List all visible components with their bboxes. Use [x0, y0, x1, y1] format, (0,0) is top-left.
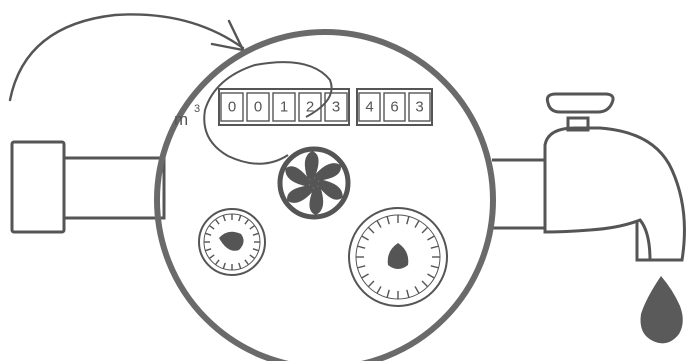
inlet-pipe-body	[64, 158, 164, 218]
water-drop-icon	[641, 276, 683, 343]
fraction-digit: 6	[390, 99, 398, 116]
inlet-pipe	[12, 142, 164, 232]
unit-exponent: 3	[194, 103, 200, 115]
flow-arrow-curve	[10, 14, 243, 100]
faucet-body	[545, 128, 684, 260]
fraction-digit: 4	[365, 99, 373, 116]
primary-digit: 0	[228, 99, 236, 116]
faucet-handle	[547, 94, 613, 112]
faucet-icon	[492, 94, 684, 260]
small-dial	[199, 209, 265, 275]
large-dial	[349, 208, 447, 306]
inlet-coupling	[12, 142, 64, 232]
unit-label: m	[174, 110, 188, 129]
outlet-pipe	[492, 160, 545, 228]
fraction-digit: 3	[415, 99, 423, 116]
primary-digit: 3	[332, 99, 340, 116]
impeller-icon	[280, 149, 348, 217]
primary-digit: 1	[280, 99, 288, 116]
flow-arrow-icon	[10, 14, 243, 100]
primary-digit: 0	[254, 99, 262, 116]
impeller-hub	[309, 178, 319, 188]
